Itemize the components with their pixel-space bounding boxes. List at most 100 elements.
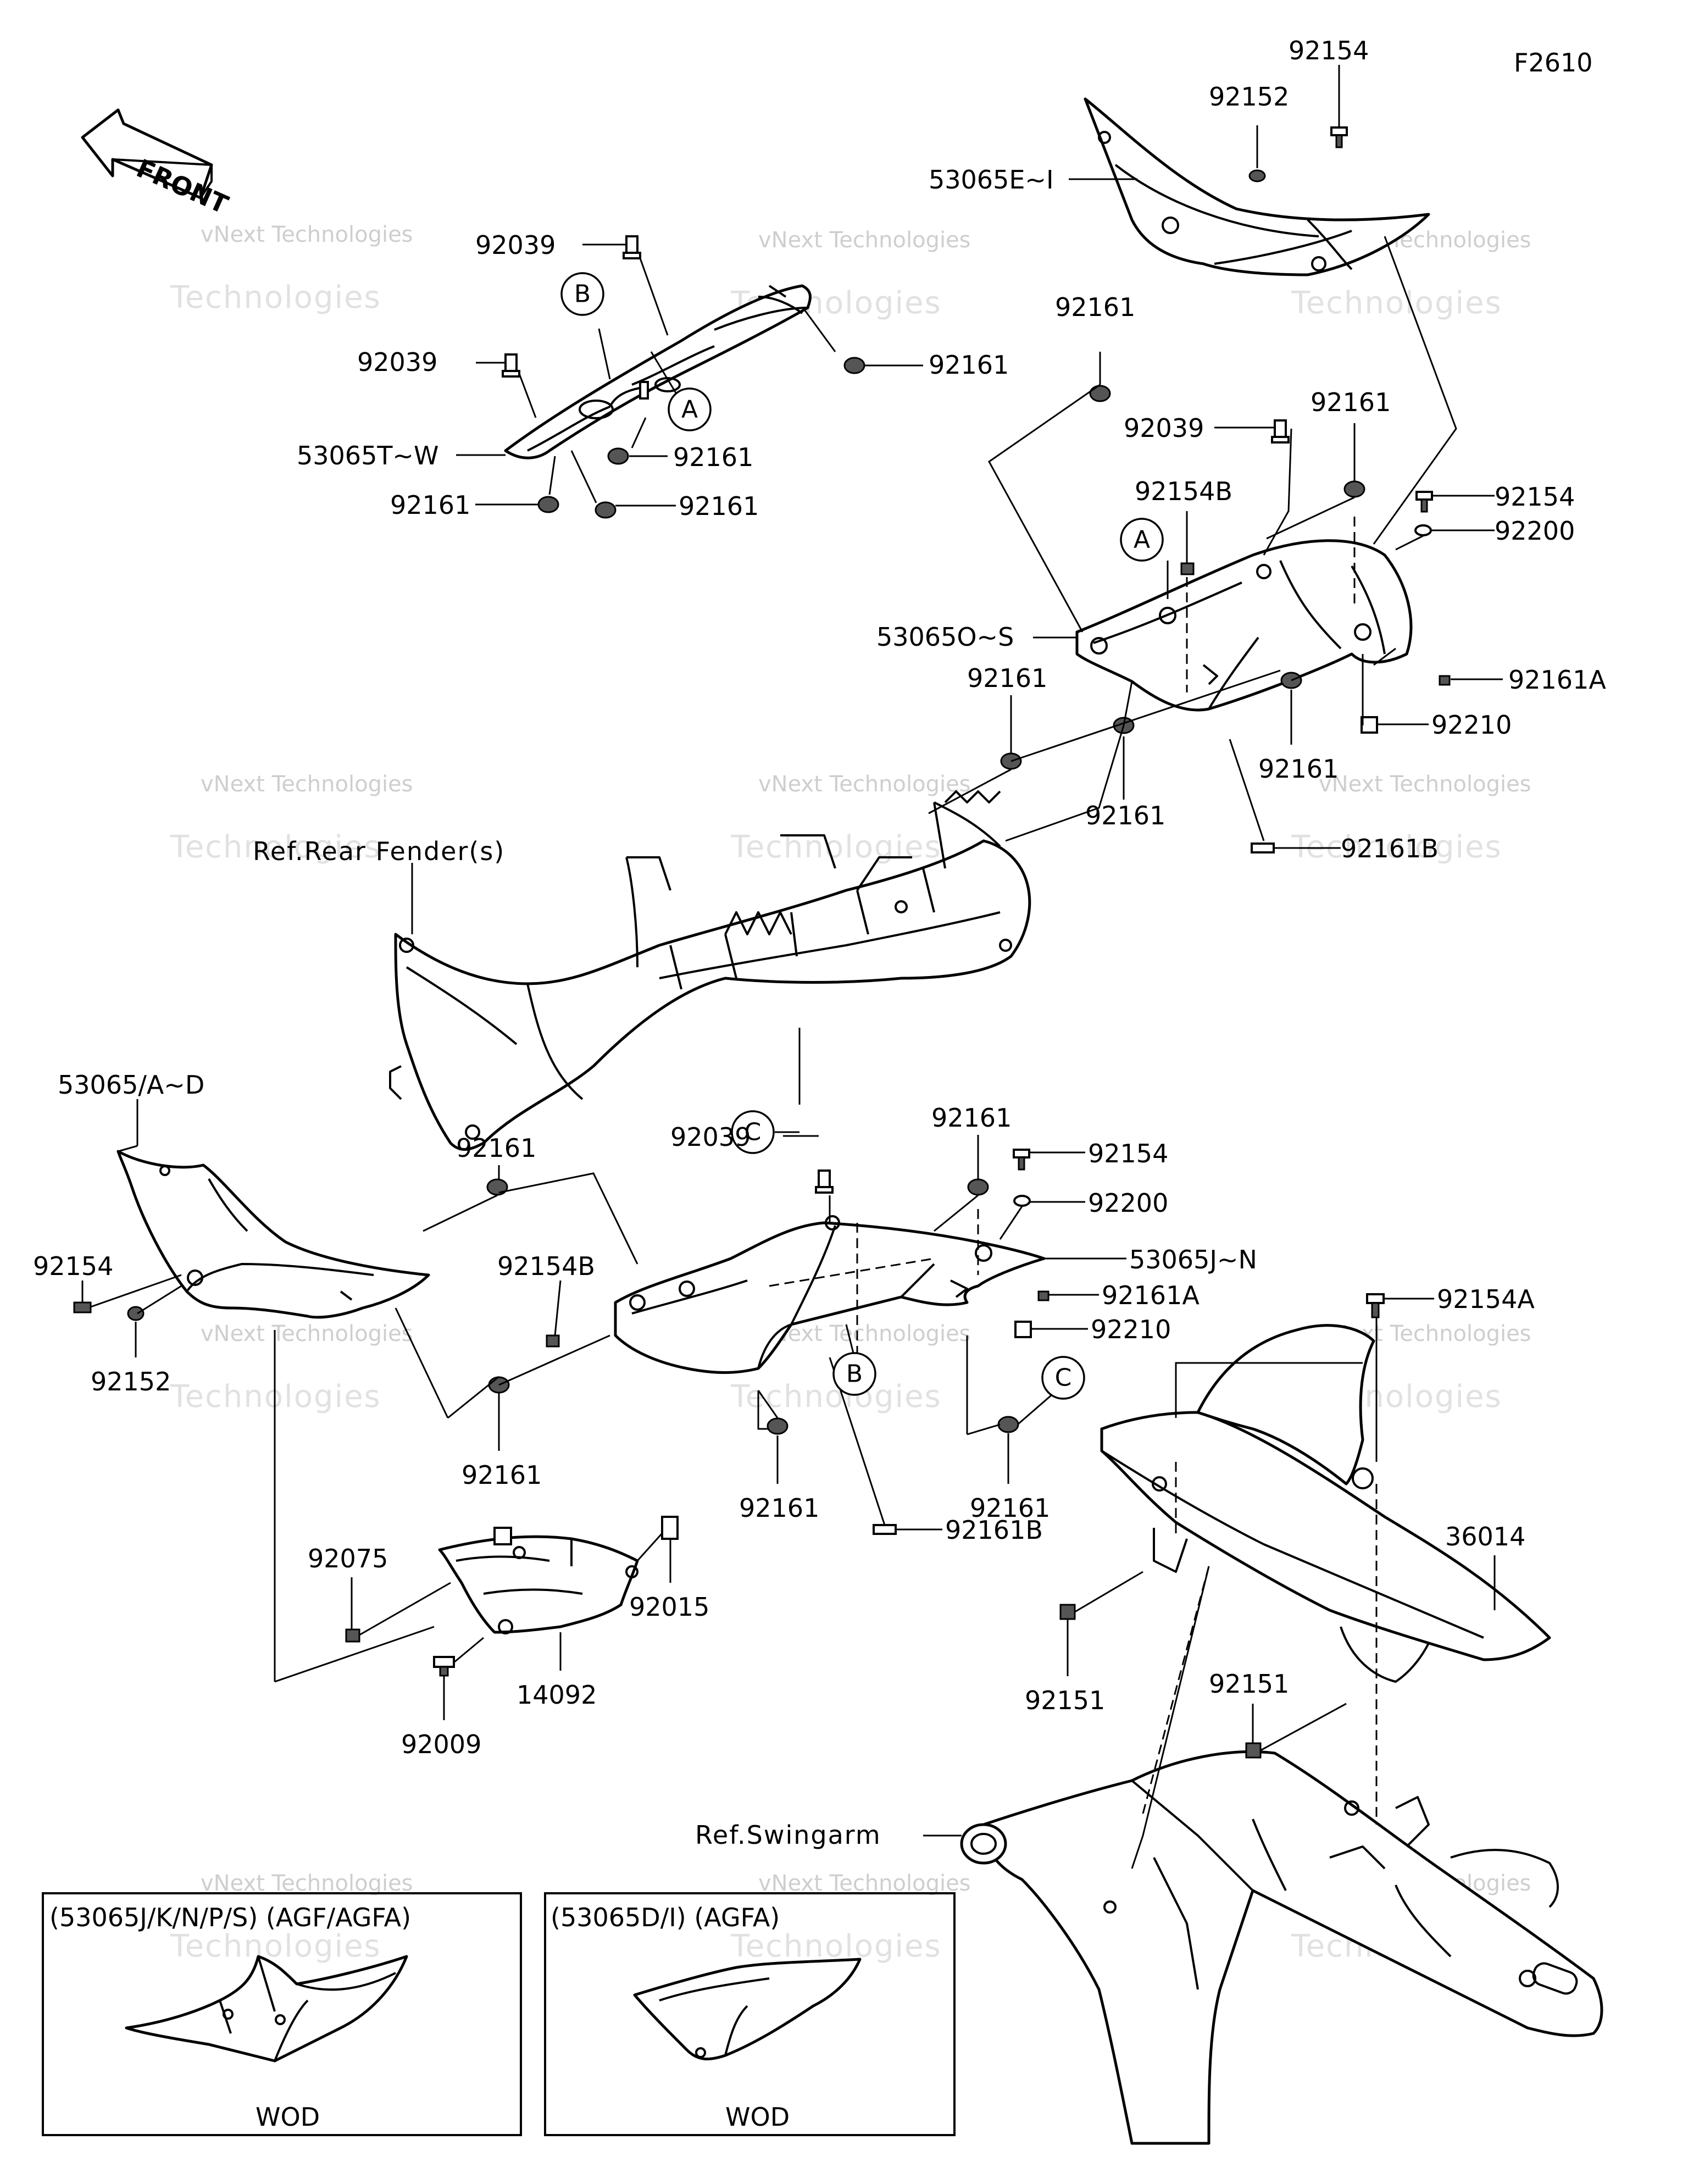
callout-letter: B	[846, 1360, 863, 1388]
callout-a-1: A	[668, 387, 712, 431]
bolt-icon	[546, 1334, 560, 1348]
part-rear-fender-reference	[389, 790, 1031, 1151]
part-number-label: 92152	[1209, 82, 1289, 112]
watermark-line: vNext Technologies	[201, 222, 413, 247]
front-arrow-icon: FRONT	[81, 108, 233, 220]
bolt-icon	[1415, 491, 1433, 513]
watermark-line: Technologies	[730, 829, 942, 865]
part-number-label: 92154	[1289, 36, 1369, 65]
callout-b-1: B	[560, 272, 604, 316]
part-number-label: 92161B	[945, 1515, 1043, 1545]
clip-icon	[1271, 419, 1290, 444]
part-side-cover-lower-left	[116, 1150, 430, 1319]
part-number-label: 92210	[1091, 1315, 1171, 1344]
part-tail-cowl	[504, 284, 812, 459]
clip-icon	[873, 1524, 897, 1535]
figure-code: F2610	[1514, 48, 1593, 77]
part-number-label: 92015	[629, 1592, 709, 1622]
part-number-label: 92200	[1088, 1188, 1168, 1218]
part-number-label: 92151	[1209, 1669, 1289, 1699]
callout-letter: C	[1055, 1364, 1072, 1392]
watermark-line: Technologies	[170, 1928, 381, 1964]
clip-icon	[502, 353, 520, 378]
watermark-line: vNext Technologies	[758, 1321, 971, 1346]
part-number-label: 53065/A~D	[58, 1070, 204, 1100]
nut-icon	[1361, 716, 1378, 734]
watermark-line: vNext Technologies	[1319, 772, 1531, 797]
callout-a-2: A	[1120, 518, 1164, 562]
part-number-label: 92161	[1311, 387, 1391, 417]
bolt-icon	[1013, 1149, 1030, 1171]
part-right-side-cover	[1075, 539, 1413, 712]
watermark: vNext Technologies Technologies vNext Te…	[170, 222, 1531, 1964]
part-number-label: 92039	[1124, 413, 1204, 443]
part-number-label: 53065T~W	[297, 441, 438, 470]
inset-caption: WOD	[256, 2102, 320, 2132]
part-number-label: 92161	[929, 350, 1009, 380]
nut-icon	[1037, 1290, 1050, 1301]
nut-icon	[1014, 1321, 1032, 1338]
part-number-label: 92161	[931, 1103, 1012, 1133]
inset-title: (53065D/I) (AGFA)	[551, 1903, 780, 1932]
part-number-label: 92039	[670, 1122, 751, 1152]
callout-c-1: C	[731, 1110, 775, 1154]
callout-letter: C	[745, 1118, 762, 1146]
washer-icon	[1248, 169, 1266, 182]
reference-label-swingarm: Ref.Swingarm	[695, 1820, 881, 1850]
part-chain-guard	[1100, 1324, 1551, 1683]
watermark-line: vNext Technologies	[201, 1321, 413, 1346]
part-swingarm-reference	[960, 1750, 1603, 2145]
part-number-label: 92154A	[1437, 1284, 1535, 1314]
nut-icon	[1439, 675, 1451, 686]
grommet-icon	[843, 357, 865, 374]
part-number-label: 92161	[1258, 754, 1339, 784]
bolt-icon	[345, 1628, 360, 1643]
inset-caption: WOD	[725, 2102, 790, 2132]
part-number-label: 36014	[1445, 1522, 1525, 1551]
part-number-label: 92161	[462, 1460, 542, 1490]
bolt-icon	[73, 1301, 92, 1313]
callout-letter: B	[574, 280, 591, 308]
part-number-label: 92039	[357, 347, 437, 377]
clip-icon	[1251, 842, 1275, 853]
grommet-icon	[537, 496, 559, 513]
callout-b-2: B	[832, 1352, 876, 1396]
watermark-line: Technologies	[730, 1379, 942, 1415]
inset-right: (53065D/I) (AGFA) WOD	[544, 1892, 956, 2136]
grommet-icon	[1089, 385, 1111, 402]
part-number-label: 53065E~I	[929, 165, 1054, 195]
leader-lines	[81, 65, 1503, 1869]
part-number-label: 92161	[1055, 292, 1135, 322]
bolt-icon	[1366, 1293, 1385, 1318]
part-number-label: 92161A	[1102, 1281, 1200, 1310]
part-number-label: 92161	[456, 1133, 536, 1163]
part-number-label: 92009	[401, 1730, 481, 1759]
part-number-label: 92154	[1088, 1139, 1168, 1168]
watermark-line: Technologies	[170, 280, 381, 315]
part-number-label: 92161	[679, 491, 759, 521]
watermark-line: vNext Technologies	[201, 1871, 413, 1896]
reference-label-rear-fender: Ref.Rear Fender(s)	[253, 836, 505, 866]
part-number-label: 92161B	[1341, 834, 1439, 863]
watermark-line: vNext Technologies	[758, 1871, 971, 1896]
callout-c-2: C	[1041, 1356, 1085, 1400]
part-number-label: 92151	[1025, 1686, 1105, 1715]
part-number-label: 92039	[475, 230, 556, 260]
part-number-labels: 92154 92152 53065E~I 92039 92039 53065T~…	[33, 36, 1606, 1850]
part-number-label: 92154	[33, 1251, 113, 1281]
part-bracket	[438, 1527, 639, 1634]
part-number-label: 92161A	[1508, 665, 1606, 695]
watermark-line: Technologies	[170, 829, 381, 865]
bolt-icon	[1330, 126, 1348, 148]
bolt-icon	[1180, 562, 1195, 575]
inset-left: (53065J/K/N/P/S) (AGF/AGFA) WOD	[42, 1892, 522, 2136]
part-number-label: 53065O~S	[876, 622, 1014, 652]
clip-icon	[623, 235, 641, 259]
inset-title: (53065J/K/N/P/S) (AGF/AGFA)	[49, 1903, 411, 1932]
clip-icon	[815, 1169, 834, 1194]
part-number-label: 92161	[739, 1493, 819, 1523]
bolt-icon	[1059, 1604, 1076, 1620]
grommet-icon	[997, 1416, 1019, 1433]
